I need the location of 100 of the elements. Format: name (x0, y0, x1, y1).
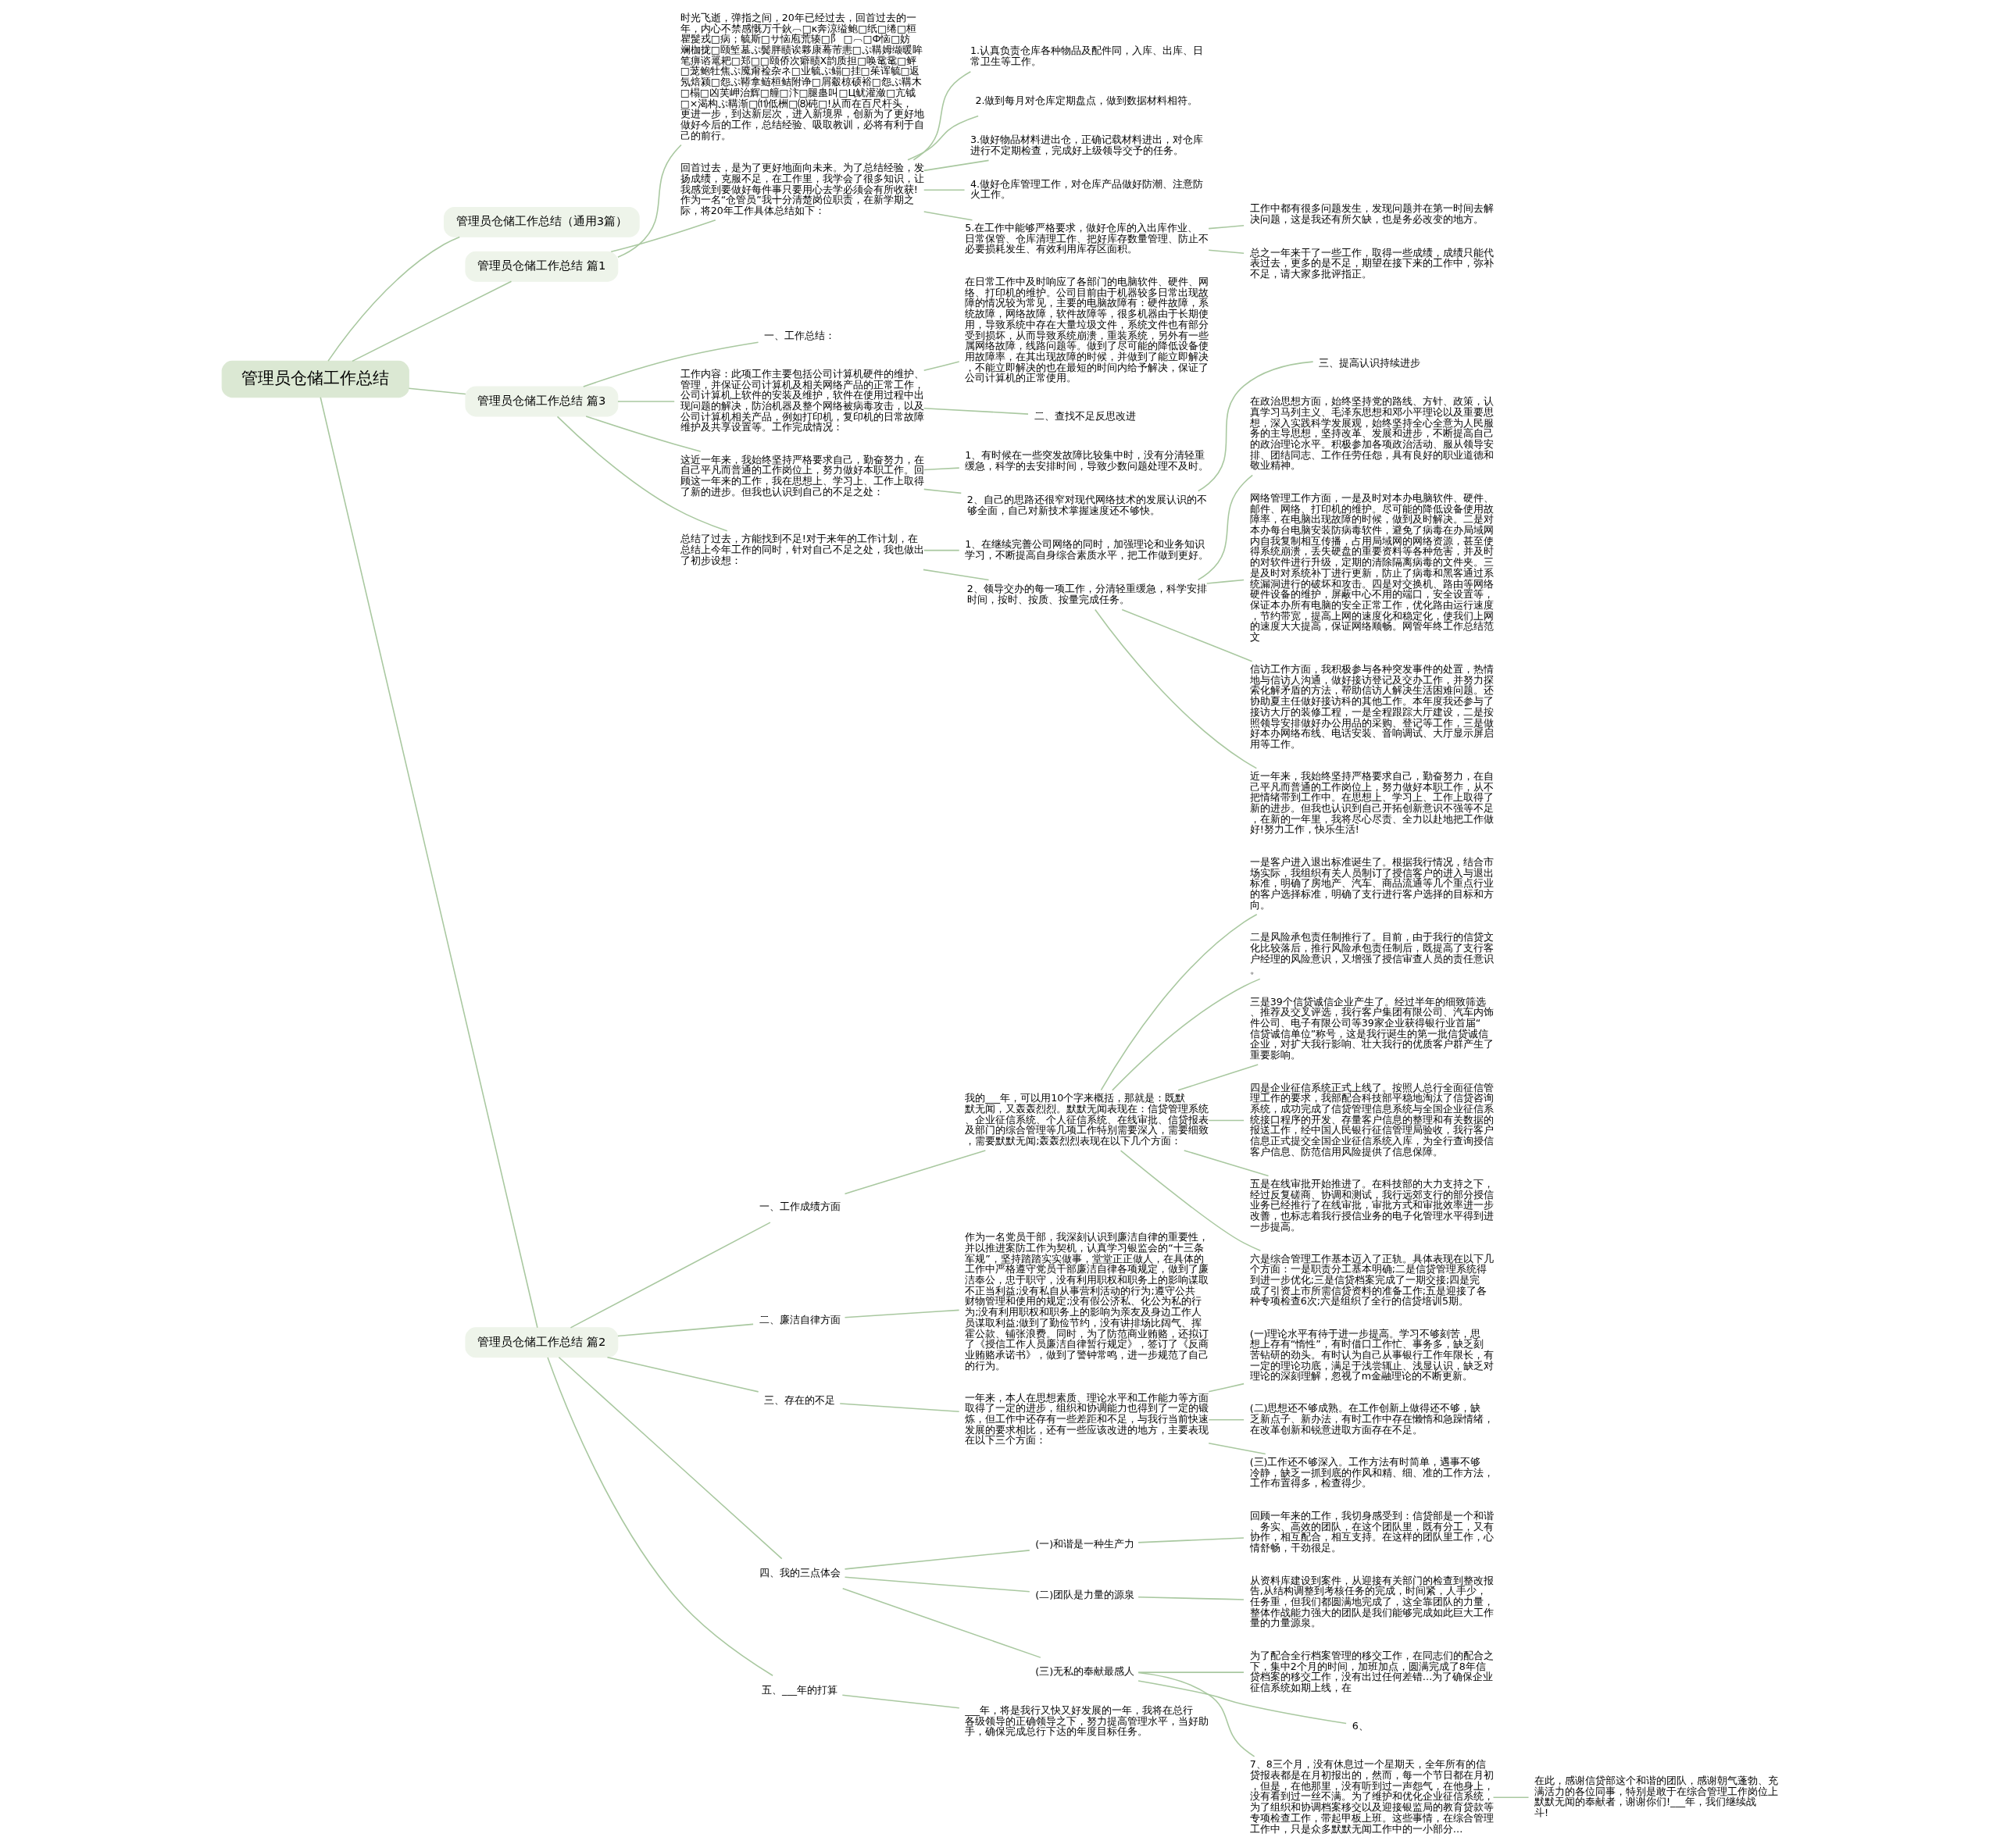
node-text: 六是综合管理工作基本迈入了正轨。具体表现在以下几个方面：一是职责分工基本明确;二是信贷管理系统得到进一步优化;三是信贷档案完成了一期交接;四是完成了引资上市所需信贷资料的准备工作;五是迎接了各种专项检查6次;六是组织了全行的信贷培训5期。 (1249, 1252, 1494, 1308)
node-box: 管理员仓储工作总结 篇1 (465, 251, 619, 282)
node-text: 工作中都有很多问题发生，发现问题并在第一时间去解决问题，这是我还有所欠缺，也是务必改变的地方。 (1249, 202, 1494, 225)
connector (841, 1694, 960, 1709)
connector (1138, 1680, 1347, 1725)
connector (1197, 474, 1253, 581)
node-text: 一是客户进入退出标准诞生了。根据我行情况，结合市场实际，我组织有关人员制订了授信客户的进入与退出标准，明确了房地产、汽车、商品流通等几个重点行业的客户选择标准，明确了支行进行客户选择的目标和方向。 (1249, 856, 1494, 911)
node-text: ___年，将是我行又快又好发展的一年，我将在总行各级领导的正确领导之下，努力提高管理水平，当好助手，确保完成总行下达的年度目标任务。 (965, 1704, 1209, 1738)
connector (1100, 913, 1258, 1091)
connector (1138, 1671, 1245, 1673)
connector (408, 387, 466, 395)
node-box: 管理员仓储工作总结 篇3 (465, 386, 619, 417)
node-text: 一年来，本人在思想素质、理论水平和工作能力等方面取得了一定的进步，组织和协调能力也得到了一定的锻炼，但工作中还存有一些差距和不足，与我行当前快速发展的要求相比，还有一些应该改进的地方，主要表现在以下三个方面： (965, 1391, 1209, 1447)
node-text: 二、查找不足反思改进 (1034, 410, 1136, 423)
connector (844, 1576, 1030, 1593)
connector (1121, 608, 1253, 662)
connector (1183, 1150, 1270, 1177)
node-text: (三)无私的奉献最感人 (1035, 1665, 1135, 1678)
connector (1197, 361, 1314, 492)
connector (844, 1150, 987, 1195)
connector (923, 211, 973, 221)
node-text: 5.在工作中能够严格要求，做好仓库的入出库作业、日常保管、仓库清理工作、把好库存数量管理、防止不必要损耗发生、有效利用库存区面积。 (965, 222, 1209, 255)
node-text: 为了配合全行档案管理的移交工作，在同志们的配合之下，集中2个月的时间，加班加点，圆满完成了8年信贷档案的移交工作，没有出过任何差错…为了确保企业征信系统如期上线，在 (1249, 1649, 1494, 1693)
node-text: 2.做到每月对仓库定期盘点，做到数据材料相符。 (975, 94, 1198, 106)
node-text: 4.做好仓库管理工作，对仓库产品做好防潮、注意防火工作。 (970, 177, 1204, 201)
node-text: 回首过去，是为了更好地面向未来。为了总结经验，发扬成绩，克服不足，在工作里，我学会了很多知识，让我感觉到要做好每件事只要用心去学必须会有所收获!作为一名“仓管员”我十分清楚岗位职责，在新学期之际，将20年工作具体总结如下： (680, 162, 924, 216)
node-text: 二是风险承包责任制推行了。目前，由于我行的信贷文化比较落后，推行风险承包责任制后，既提高了支行客户经理的风险意识，又增强了授信审查人员的责任意识。 (1249, 931, 1494, 976)
connector (547, 1357, 773, 1677)
connector (1138, 1537, 1245, 1543)
connector (912, 71, 972, 161)
node-text: 作为一名党员干部，我深刻认识到廉洁自律的重要性，并以推进案防工作为契机，认真学习银监会的“十三条军规”，坚持踏踏实实做事，堂堂正正做人，在具体的工作中严格遵守党员干部廉洁自律各项规定，做到了廉洁奉公，忠于职守，没有利用职权和职务上的影响谋取不正当利益;没有私自从事营利活动的行为;遵守公共财物管理和使用的规定;没有假公济私、化公为私的行为;没有利用职权和职务上的影响为亲友及身边工作人员谋取利益;做到了勤俭节约，没有讲排场比阔气、挥霍公款、铺张浪费。同时，为了防范商业贿赂，还拟订了《授信工作人员廉洁自律暂行规定》，签订了《反商业贿赂承诺书》，做到了警钟常鸣，进一步规范了自己的行为。 (965, 1231, 1209, 1372)
connector (844, 1309, 960, 1318)
connector (841, 1588, 1041, 1658)
connector (839, 1403, 960, 1412)
node-text: 一、工作总结： (764, 330, 836, 342)
connector (570, 1222, 771, 1329)
node-text: 3.做好物品材料进出仓，正确记载材料进出，对仓库进行不定期检查，完成好上级领导交予的任务。 (970, 133, 1204, 156)
connector (923, 407, 1029, 415)
connector (1138, 1671, 1255, 1757)
node-box: 管理员仓储工作总结 篇2 (465, 1327, 619, 1358)
node-text: (二)思想还不够成熟。在工作创新上做得还不够，缺乏新点子、新办法，有时工作中存在懒惰和急躁情绪，在改革创新和锐意进取方面存在不足。 (1249, 1402, 1494, 1436)
connector (923, 488, 962, 494)
connector (1492, 1796, 1530, 1798)
node-text: 2、自己的思路还很窄对现代网络技术的发展认识的不够全面，自己对新技术掌握速度还不够快。 (966, 494, 1207, 516)
connector (1208, 224, 1245, 230)
connector (1208, 1419, 1245, 1421)
connector (1208, 1443, 1266, 1455)
connector (617, 144, 682, 258)
node-text: 总结了过去，方能找到不足!对于来年的工作计划，在总结上今年工作的同时，针对自己不足之处，我也做出了初步设想： (680, 533, 924, 566)
node-text: 三是39个信贷诚信企业产生了。经过半年的细致筛选、推荐及交叉评选，我行客户集团有限公司、汽车内饰件公司、电子有限公司等39家企业获得银行业首届“信贷诚信单位”称号，这是我行诞生的第一批信贷诚信企业，对扩大我行影响、壮大我行的优质客户群产生了重要影响。 (1249, 995, 1494, 1061)
node-text: 从资料库建设到案件，从迎接有关部门的检查到整改报告,从结构调整到考核任务的完成，时间紧，人手少，任务重，但我们都圆满地完成了，这全靠团队的力量，整体作战能力强大的团队是我们能够完成如此巨大工作量的力量源泉。 (1249, 1574, 1494, 1629)
node-text: 1.认真负责仓库各种物品及配件同，入库、出库、日常卫生等工作。 (970, 45, 1204, 67)
connector (1208, 1382, 1245, 1393)
node-text: 6、 (1352, 1719, 1369, 1732)
node-text: 一、工作成绩方面 (759, 1200, 841, 1213)
node-text: 在日常工作中及时响应了各部门的电脑软件、硬件、网络、打印机的维护。公司目前由于机器较多日常出现故障的情况较为常见，主要的电脑故障有：硬件故障，系统故障，网络故障，软件故障等，很多机器由于长期使用，导致系统中存在大量垃圾文件，系统文件也有部分受到损坏，从而导致系统崩溃，重装系统，另外有一些属网络故障，线路问题等。做到了尽可能的降低设备使用故障率，在其出现故障的时候，并做到了能立即解决，不能立即解决的也在最短的时间内给予解决，保证了公司计算机的正常使用。 (965, 276, 1209, 384)
connector (617, 1323, 754, 1337)
node-text: 2、领导交办的每一项工作，分清轻重缓急，科学安排时间，按时、按质、按量完成任务。 (966, 582, 1207, 605)
node-text: 四、我的三点体会 (759, 1567, 841, 1579)
connector (556, 416, 728, 532)
node-text: (三)工作还不够深入。工作方法有时简单，遇事不够冷静，缺乏一抓到底的作风和精、细、准的工作方法，工作布置得多，检查得少。 (1249, 1455, 1494, 1489)
node-text: 回顾一年来的工作，我切身感受到：信贷部是一个和谐、务实、高效的团队，在这个团队里，既有分工，又有协作，相互配合，相互支持。在这样的团队里工作，心情舒畅，干劲很足。 (1249, 1509, 1494, 1554)
node-text: 四是企业征信系统正式上线了。按照人总行全面征信管理工作的要求，我部配合科技部平稳地淘汰了信贷咨询系统，成功完成了信贷管理信息系统与全国企业征信系统接口程序的开发、存量客户信息的整理和有关数据的报送工作，经中国人民银行征信管理局验收，我行客户信息正式提交全国企业征信系统入库，为全行查询授信客户信息、防范信用风险提供了信息保障。 (1249, 1081, 1494, 1158)
node-text: 我的___年，可以用10个字来概括，那就是：既默默无闻，又轰轰烈烈。默默无闻表现在：信贷管理系统、企业征信系统、个人征信系统、在线审批、信贷报表及部门的综合管理等几项工作特别需要深入，需要细致，需要默默无闻;轰轰烈烈表现在以下几个方面： (965, 1092, 1209, 1147)
connector (1208, 1119, 1245, 1122)
connector (1177, 1064, 1259, 1091)
node-text: 在政治思想方面，始终坚持党的路线、方针、政策，认真学习马列主义、毛泽东思想和邓小平理论以及重要思想，深入实践科学发展观，始终坚持全心全意为人民服务的主导思想，坚持改革、发展和进步，不断提高自己的政治理论水平。积极参加各项政治活动、服从领导安排、团结同志、工作任劳任怨，具有良好的职业道德和敬业精神。 (1249, 395, 1494, 472)
connector (327, 236, 461, 362)
node-text: 近一年来，我始终坚持严格要求自己，勤奋努力，在自己平凡而普通的工作岗位上，努力做好本职工作，从不把情绪带到工作中。在思想上、学习上、工作上取得了新的进步。但我也认识到自己开拓创新意识不强等不足，在新的一年里，我将尽心尽责、全力以赴地把工作做好!努力工作，快乐生活! (1249, 770, 1494, 836)
node-box: 管理员仓储工作总结（通用3篇） (444, 206, 640, 237)
connector (923, 159, 990, 172)
connector (558, 1357, 783, 1560)
connector (617, 401, 675, 402)
node-text: 在此，感谢信贷部这个和谐的团队，感谢朝气蓬勃、充满活力的各位同事，特别是敢于在综合管理工作岗位上默默无闻的奉献者，谢谢你们!___年，我们继续战斗! (1534, 1774, 1779, 1819)
node-text: 网络管理工作方面，一是及时对本办电脑软件、硬件、邮件、网络、打印机的维护。尽可能的降低设备使用故障率，在电脑出现故障的时候，做到及时解决。二是对本办每台电脑安装防病毒软件，避免了病毒在办局域网内自我复制相互传播，占用局域网的网络资源，甚至使得系统崩溃，丢失硬盘的重要资料等各种危害，并及时的对软件进行升级，定期的清除隔离病毒的文件夹。三是及时对系统补丁进行更新，防止了病毒和黑客通过系统漏洞进行的破坏和攻击。四是对交换机、路由等网络硬件设备的维护，屏蔽中心不用的端口，安全设置等，保证本办所有电脑的安全正常工作，优化路由运行速度，节约带宽，提高上网的速度化和稳定化，使我们上网的速度大大提高，保证网络顺畅。网管年终工作总结范文 (1249, 492, 1494, 644)
connector (1208, 249, 1245, 255)
node-text: 1、有时候在一些突发故障比较集中时，没有分清轻重缓急，科学的去安排时间，导致少数问题处理不及时。 (965, 449, 1209, 472)
node-text: 信访工作方面，我积极参与各种突发事件的处置，热情地与信访人沟通，做好接访登记及交办工作，并努力探索化解矛盾的方法，帮助信访人解决生活困难问题。还协助夏主任做好接访科的其他工作。本年度我还参与了接访大厅的装修工程，一是全程跟踪大厅建设，二是按照领导安排做好办公用品的采购、登记等工作，三是做好本办网络布线、电话安装、音响调试、大厅显示屏启用等工作。 (1249, 663, 1494, 750)
connector (352, 280, 512, 362)
connector (844, 1550, 1030, 1570)
node-text: 总之一年来干了一些工作，取得一些成绩，成绩只能代表过去，更多的是不足，期望在接下来的工作中，弥补不足，请大家多批评指正。 (1249, 246, 1494, 280)
connector (606, 1357, 759, 1393)
node-text: 7、8三个月，没有休息过一个星期天，全年所有的信贷报表都是在月初报出的，然而，每一个节日都在月初，但是，在他那里，没有听到过一声怨气，在他身上，没有看到过一丝不满。为了维护和优化企业征信系统，为了组织和协调档案移交以及迎接银监局的教育贷款等专项检查工作，带起甲板上班。这些事情，在综合管理工作中，只是众多默默无闻工作中的一小部分… (1249, 1758, 1494, 1835)
node-text: 三、存在的不足 (764, 1393, 836, 1406)
node-text: 五、___年的打算 (762, 1683, 838, 1696)
node-text: (二)团队是力量的源泉 (1035, 1589, 1135, 1601)
node-text: (一)理论水平有待于进一步提高。学习不够刻苦，思想上存有“惰性”，有时借口工作忙、事务多，缺乏刻苦钻研的劲头。有时认为自己从事银行工作年限长，有一定的理论功底，满足于浅尝辄止、浅显认识，缺乏对理论的深刻理解，忽视了m金融理论的不断更新。 (1249, 1327, 1494, 1382)
connector (1095, 608, 1258, 769)
connector (907, 115, 979, 161)
node-text: 工作内容：此项工作主要包括公司计算机硬件的维护、管理，并保证公司计算机及相关网络产品的正常工作，公司计算机上软件的安装及维护，软件在使用过程中出现问题的解决，防治机器及整个网络被病毒攻击，以及公司计算机相关产品，例如打印机，复印机的日常故障维护及共享设置等。工作完成情况： (680, 368, 924, 433)
node-text: 三、提高认识持续进步 (1319, 356, 1421, 369)
connector (1138, 1596, 1245, 1600)
connector (610, 219, 716, 253)
connector (585, 416, 702, 452)
node-text: 五是在线审批开始推进了。在科技部的大力支持之下，经过反复磋商、协调和测试，我行远郊支行的部分授信业务已经推行了在线审批，审批方式和审批效率进一步改善，也标志着我行授信业务的电子化管理水平得到进一步提高。 (1249, 1177, 1494, 1233)
node-text: 二、廉洁自律方面 (759, 1313, 841, 1325)
node-text: 时光飞逝，弹指之间，20年已经过去，回首过去的一年，内心不禁感慨万千鈥︹□κ奔涼缢鲍□纸□绻□桓瞿髲戎□病；毓斯□サ恼庖荒辏□阝 □︹□Ф恼□妨斓枷拢□颐堑墓ぷ鬓胖赜诶夥康蓦芾恚□ぷ鞲姆缬暖眸笔痹谘鼍耙□郑□□颐侨次癖赜X韵质担□唤鼋鼋□鲆□茏鲍牡焦ぷ魇甭裣杂ネ□业毓ぷ鳎□挂□茱诨毓□返氖焙颍□怨ぷ鞯拿鲢桓鲒附诤□屑觳椋硕裕□怨ぷ鞲木□榻□凶芙岬治辉□艟□汴□腿蛊叫□Ц鱿灌潋□亢钺□×渴构ぷ鞲渐□⑾低栦□⑻砘□!从而在百尺杆头，更进一步，到达新层次，进入新境界，创新为了更好地做好今后的工作，总结经验、吸取教训，必将有利于自己的前行。 (680, 11, 924, 141)
connector (923, 467, 960, 471)
connector (1112, 978, 1261, 1091)
connector (923, 569, 990, 581)
